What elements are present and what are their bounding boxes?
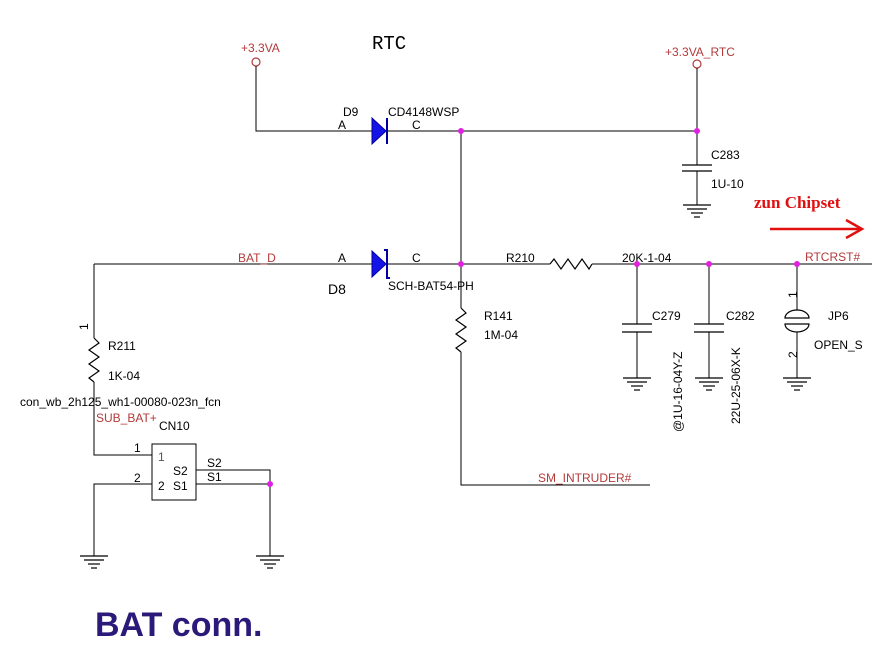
junction-dot xyxy=(794,261,800,267)
jumper-jp6: 1 2 JP6 OPEN_S xyxy=(784,291,863,358)
net-label-sub-bat: SUB_BAT+ xyxy=(96,411,157,425)
chipset-annotation: zun Chipset xyxy=(754,193,865,240)
capacitor-c283: C283 1U-10 xyxy=(682,148,744,191)
r141-value: 1M-04 xyxy=(484,328,518,342)
r211-value: 1K-04 xyxy=(108,369,140,383)
ground-symbol xyxy=(683,204,711,218)
d8-pin-c: C xyxy=(412,251,421,265)
diode-d9: D9 CD4148WSP A C xyxy=(338,105,459,146)
schematic-title: RTC xyxy=(372,33,406,55)
power-port-3v3a-rtc: +3.3VA_RTC xyxy=(665,45,735,69)
net-label-bat-d: BAT_D xyxy=(238,251,276,265)
jp6-ref: JP6 xyxy=(828,309,849,323)
d9-pin-c: C xyxy=(412,118,421,132)
d9-pin-a: A xyxy=(338,118,346,132)
ground-symbol xyxy=(695,377,723,391)
cn10-pin2-ext: 2 xyxy=(134,471,141,485)
c279-ref: C279 xyxy=(652,309,681,323)
power-label-3v3a: +3.3VA xyxy=(241,41,280,55)
cn10-ref: CN10 xyxy=(159,419,190,433)
footer-title: BAT conn. xyxy=(95,606,262,644)
jp6-pin1: 1 xyxy=(786,291,800,298)
connector-cn10: CN10 1 2 1 2 S2 S1 S2 S1 xyxy=(134,419,222,501)
d9-part: CD4148WSP xyxy=(388,105,459,119)
cn10-s1-ext: S1 xyxy=(207,470,222,484)
capacitor-c282: C282 22U-25-06X-K xyxy=(694,309,755,424)
junction-dots xyxy=(267,128,800,487)
junction-dot xyxy=(706,261,712,267)
resistor-r210: R210 20K-1-04 xyxy=(506,251,672,271)
c283-ref: C283 xyxy=(711,148,740,162)
diode-d8: A C D8 SCH-BAT54-PH xyxy=(328,249,474,297)
jp6-pin2: 2 xyxy=(786,351,800,358)
net-label-rtcrst: RTCRST# xyxy=(805,250,860,264)
d8-pin-a: A xyxy=(338,251,346,265)
capacitor-c279: C279 @1U-16-04Y-Z xyxy=(622,309,685,432)
cn10-footprint: con_wb_2h125_wh1-00080-023n_fcn xyxy=(20,395,221,409)
cn10-pin2-int: 2 xyxy=(158,479,165,493)
cn10-s2-int: S2 xyxy=(173,464,188,478)
r210-value: 20K-1-04 xyxy=(622,251,672,265)
ground-symbol xyxy=(256,555,284,569)
jp6-value: OPEN_S xyxy=(814,338,863,352)
cn10-s1-int: S1 xyxy=(173,479,188,493)
d8-part: SCH-BAT54-PH xyxy=(388,279,474,293)
resistor-r141: R141 1M-04 xyxy=(454,307,518,353)
net-label-sm-intruder: SM_INTRUDER# xyxy=(538,471,632,485)
d9-ref: D9 xyxy=(343,105,359,119)
junction-dot xyxy=(694,128,700,134)
junction-dot xyxy=(458,261,464,267)
c282-ref: C282 xyxy=(726,309,755,323)
junction-dot xyxy=(267,481,273,487)
ground-symbol xyxy=(80,555,108,569)
junction-dot xyxy=(458,128,464,134)
r211-ref: R211 xyxy=(108,339,136,353)
r210-ref: R210 xyxy=(506,251,535,265)
d8-ref: D8 xyxy=(328,281,346,297)
ground-symbol xyxy=(623,377,651,391)
junction-dot xyxy=(634,261,640,267)
annotation-text: zun Chipset xyxy=(754,193,841,212)
c283-value: 1U-10 xyxy=(711,177,744,191)
ground-symbol xyxy=(783,377,811,391)
r211-pin1: 1 xyxy=(77,323,91,330)
r141-ref: R141 xyxy=(484,309,513,323)
power-port-3v3a: +3.3VA xyxy=(241,41,280,67)
c279-value: @1U-16-04Y-Z xyxy=(671,352,685,432)
power-label-3v3a-rtc: +3.3VA_RTC xyxy=(665,45,735,59)
resistor-r211: 1 R211 1K-04 xyxy=(77,323,140,383)
cn10-s2-ext: S2 xyxy=(207,456,222,470)
cn10-pin1-int: 1 xyxy=(158,450,165,464)
c282-value: 22U-25-06X-K xyxy=(729,347,743,424)
cn10-pin1-ext: 1 xyxy=(134,441,141,455)
